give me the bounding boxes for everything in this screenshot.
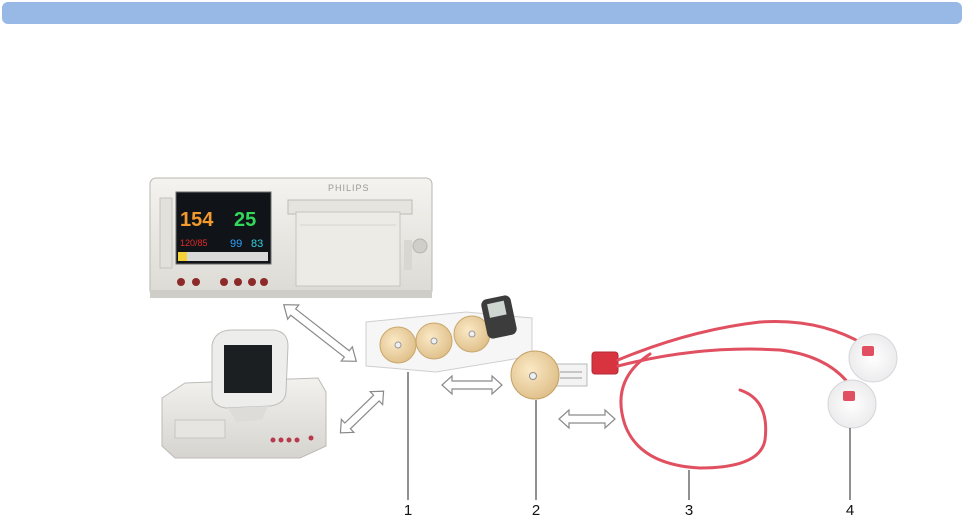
callout-3: 3 [685,502,693,519]
fetal-monitor: 154 25 120/85 99 83 PHILIPS [150,178,432,298]
nibp-reading: 120/85 [180,238,208,248]
brand-logo: PHILIPS [328,183,370,193]
pulse-reading: 83 [251,238,263,250]
spo2-reading: 99 [230,238,242,250]
ecg-electrodes [828,334,897,428]
callout-1: 1 [404,502,412,519]
ecg-cable [592,321,865,468]
callout-4: 4 [846,502,854,519]
transducer [511,351,587,399]
toco-reading: 25 [234,209,256,231]
avalon-base-station [162,330,326,458]
fhr-reading: 154 [180,209,214,231]
callout-2: 2 [532,502,540,519]
transducer-docking-tray [366,294,532,372]
